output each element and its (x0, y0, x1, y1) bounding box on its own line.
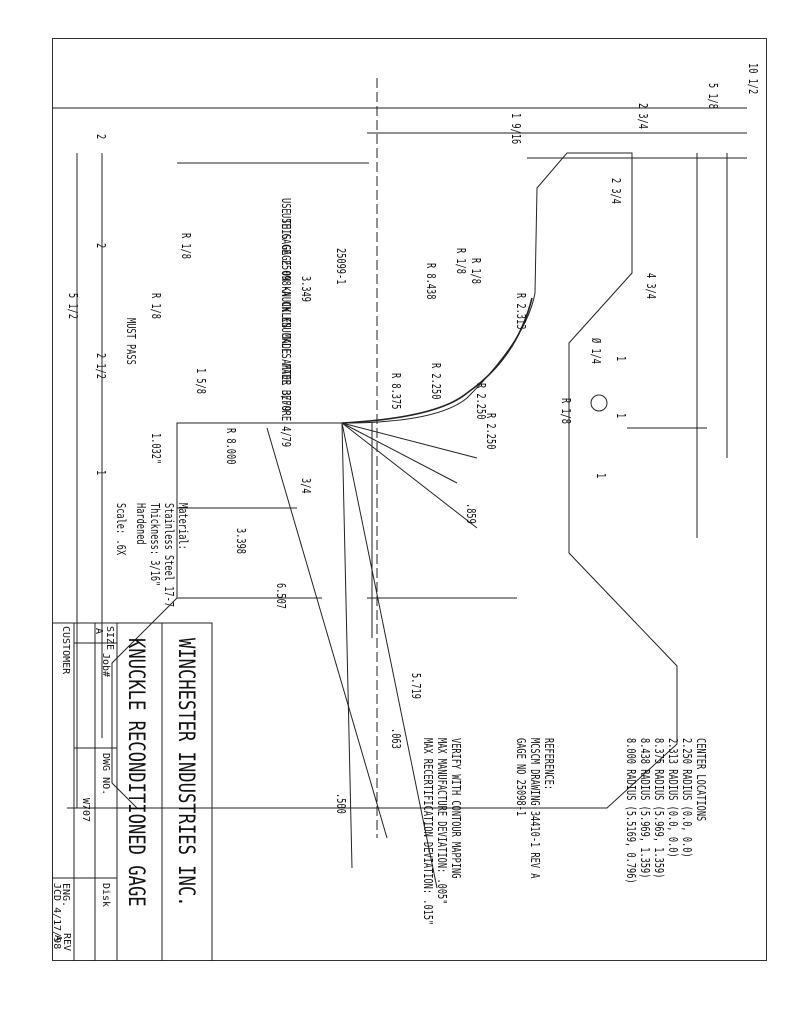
radius-1-8-e: R 1/8 (559, 398, 573, 425)
center-loc-1: 2.250 RADIUS (0.0, 0.0) (680, 738, 694, 858)
radius-8-438: R 8.438 (424, 263, 438, 300)
right-dim-2: 2 (94, 243, 108, 249)
hole-dia: Ø 1/4 (589, 338, 603, 365)
must-pass: MUST PASS (124, 318, 138, 365)
dwg-number: W707 (80, 798, 91, 823)
disk-label: Disk (100, 883, 111, 908)
material-4: Hardened (134, 503, 148, 545)
radius-8-000: R 8.000 (224, 428, 238, 465)
left-dim-2-3-4: 2 3/4 (609, 178, 623, 205)
center-loc-5: 8.000 RADIUS (5.5169, 0.796) (624, 738, 638, 884)
right-dim-5-1-2: 5 1/2 (66, 293, 80, 320)
radius-8-375: R 8.375 (389, 373, 403, 410)
radius-1-8-d: R 1/8 (149, 293, 163, 320)
drawing-geometry (52, 78, 747, 961)
right-dim-2-1-2: 2 1/2 (94, 353, 108, 380)
center-loc-4: 8.438 RADIUS (5.969, 1.359) (638, 738, 652, 879)
part-number: 25099-1 (334, 248, 348, 285)
dim-3-398: 3.398 (234, 528, 248, 555)
radius-2-250-a: R 2.250 (429, 363, 443, 400)
dim-3-349: 3.349 (299, 276, 313, 303)
gage-contour-2 (466, 297, 533, 394)
scale: Scale: .6X (114, 503, 128, 556)
center-loc-2: 2.313 RADIUS (0.0, 0.0) (666, 738, 680, 858)
dim-859: .859 (464, 503, 478, 524)
page-border (52, 38, 767, 961)
reference-1: MCSCM DRAWING 34410-1 REV A (528, 738, 542, 879)
radius-1-8-a: R 1/8 (454, 248, 468, 275)
radius-2-250-c: R 2.250 (484, 413, 498, 450)
hole (590, 394, 608, 412)
dim-500: .500 (334, 793, 348, 814)
left-dim-1b: 1 (614, 413, 628, 419)
dim-2-3-4: 2 3/4 (636, 103, 650, 130)
dim-5-719: 5.719 (409, 673, 423, 700)
center-loc-0: CENTER LOCATIONS (694, 738, 708, 822)
reference-2: GAGE NO 25098-1 (514, 738, 528, 817)
left-dim-4-3-4: 4 3/4 (644, 273, 658, 300)
material-3: Thickness: 3/16" (148, 503, 162, 587)
radius-1-8-c: R 1/8 (179, 233, 193, 260)
job-label: Job# (100, 653, 111, 678)
verify-1: MAX MANUFACTURE DEVIATION: .005" (435, 738, 449, 905)
left-dim-1a: 1 (614, 356, 628, 362)
customer-label: CUSTOMER (60, 626, 71, 675)
title-block (52, 622, 213, 961)
dim-6-507: 6.507 (274, 583, 288, 610)
note-use-before: USE GAGE 25098-A ON KNUCKLES MADE BEFORE… (279, 213, 293, 448)
dim-2-right: 2 (94, 134, 108, 140)
dim-5-1-8: 5 1/8 (706, 83, 720, 110)
dim-1-9-16: 1 9/16 (509, 113, 523, 145)
center-loc-3: 8.375 RADIUS (5.969, 1.359) (652, 738, 666, 879)
dim-1-032: 1.032" (149, 433, 163, 465)
radius-2-313: R 2.313 (514, 293, 528, 330)
drawing-sheet: 10 1/2 5 1/8 2 3/4 1 9/16 2 USE THIS GAG… (51, 38, 767, 961)
bottom-dim-1: 1 (594, 473, 608, 479)
eng-value: JCD 4/17/98 (51, 883, 62, 950)
dim-063: .063 (389, 728, 403, 749)
dim-overall: 10 1/2 (746, 63, 760, 95)
verify-0: VERIFY WITH CONTOUR MAPPING (449, 738, 463, 879)
company-name: WINCHESTER INDUSTRIES INC. (173, 638, 198, 907)
dwg-label: DWG NO. (100, 753, 111, 796)
material-1: Material: (176, 503, 190, 550)
size-value: A (93, 628, 104, 635)
gage-contour (341, 392, 468, 424)
material-2: Stainless Steel 17-7 (162, 503, 176, 608)
dim-1-5-8: 1 5/8 (194, 368, 208, 395)
reference-0: REFERENCE: (542, 738, 556, 791)
right-dim-1: 1 (94, 470, 108, 476)
dim-3-4: 3/4 (299, 478, 313, 494)
radius-1-8-b: R 1/8 (469, 258, 483, 285)
gage-outline (111, 152, 678, 809)
verify-2: MAX RECERTIFICATION DEVIATION: .015" (421, 738, 435, 926)
drawing-title: KNUCKLE RECONDITIONED GAGE (123, 638, 148, 907)
size-label: SIZE (104, 626, 115, 651)
